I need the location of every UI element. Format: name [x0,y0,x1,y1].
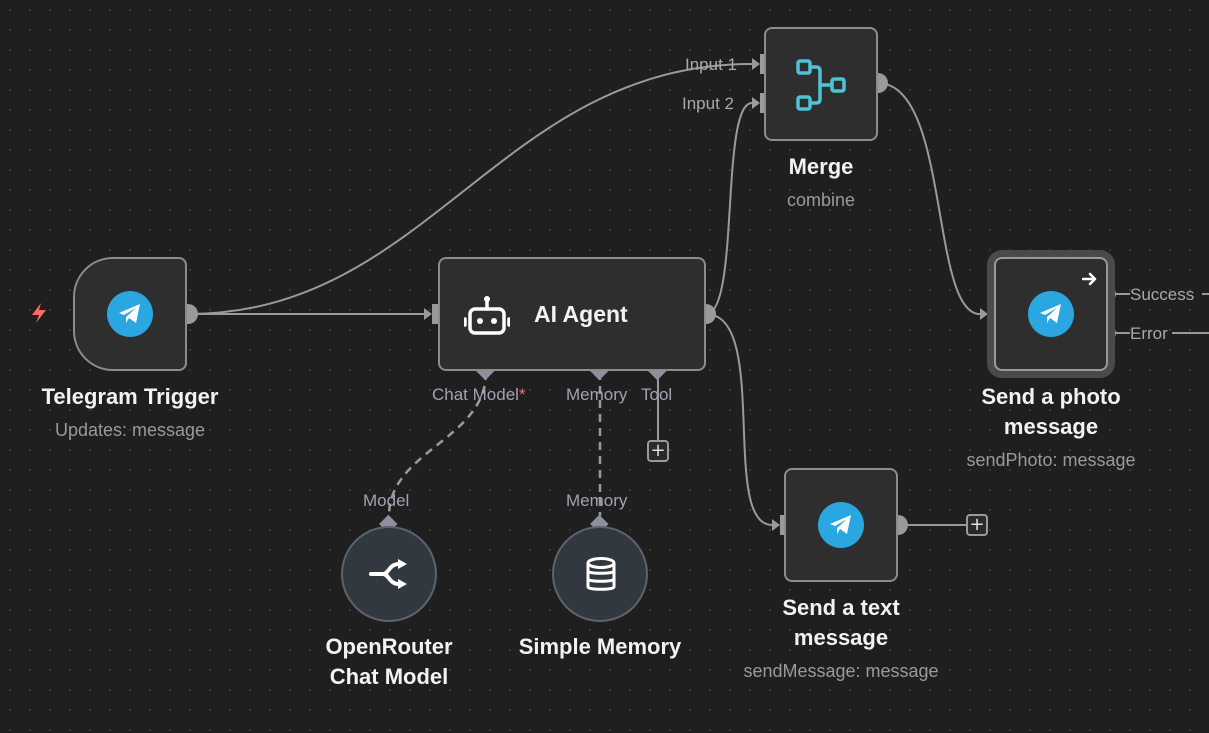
photo-input-port[interactable] [988,304,998,324]
send-text-subtitle: sendMessage: message [743,661,939,681]
send-photo-title-line1: Send a photo [981,384,1121,409]
memory-port-label: Memory [566,385,628,404]
merge-input2-label: Input 2 [682,94,734,113]
simple-memory-title: Simple Memory [518,634,682,659]
merge-icon [796,59,846,111]
wire-merge-to-send-photo[interactable] [877,82,981,315]
telegram-trigger-subtitle: Updates: message [54,420,206,440]
merge-title: Merge [788,154,854,179]
agent-input-port[interactable] [432,304,442,324]
wire-agent-to-send-text[interactable] [705,313,773,526]
arrow-right-icon [1082,272,1097,286]
ai-agent-node[interactable]: AI Agent [438,257,706,371]
ai-agent-title: AI Agent [534,301,628,327]
send-photo-node[interactable] [994,257,1108,371]
send-text-title-line1: Send a text [782,595,900,620]
photo-error-label: Error [1130,324,1168,343]
add-tool-button[interactable]: + [647,440,669,462]
wire-trigger-to-merge-input1[interactable] [187,63,753,315]
tool-port-label: Tool [641,385,673,404]
robot-icon [464,296,510,335]
trigger-bolt-icon [32,303,46,323]
memory-sub-port-label: Memory [566,491,628,510]
openrouter-title-line2: Chat Model [329,664,449,689]
telegram-icon [818,502,864,548]
merge-subtitle: combine [786,190,856,210]
merge-input1-label: Input 1 [685,55,737,74]
merge-node[interactable] [764,27,878,141]
simple-memory-node[interactable] [552,526,648,622]
telegram-icon [1028,291,1074,337]
send-text-title-line2: message [793,625,889,650]
telegram-trigger-node[interactable] [73,257,187,371]
database-icon [586,557,616,591]
send-text-node[interactable] [784,468,898,582]
chat-model-port-label: Chat Model* [432,385,526,404]
telegram-icon [107,291,153,337]
wire-chatmodel-to-openrouter[interactable] [387,371,488,517]
model-port-label: Model [363,491,410,510]
send-photo-subtitle: sendPhoto: message [966,450,1136,470]
openrouter-icon [369,559,407,589]
send-photo-title-line2: message [1003,414,1099,439]
photo-success-label: Success [1130,285,1195,304]
telegram-trigger-title: Telegram Trigger [41,384,219,409]
openrouter-node[interactable] [341,526,437,622]
required-marker: * [518,385,526,404]
wire-agent-to-merge-input2[interactable] [705,102,753,315]
add-node-button[interactable]: + [966,514,988,536]
openrouter-title-line1: OpenRouter [325,634,453,659]
